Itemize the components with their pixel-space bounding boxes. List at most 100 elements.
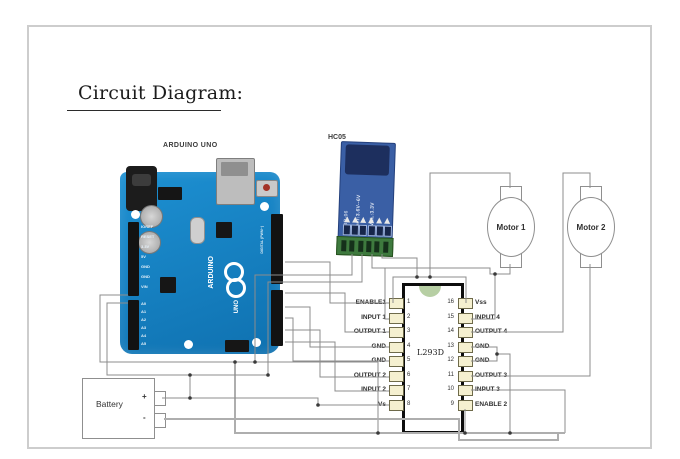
- ic-pin-label: OUTPUT 2: [353, 371, 386, 379]
- usb-chip: [216, 222, 232, 238]
- hc05-pin-slot: [341, 240, 347, 252]
- hc05-pad: [359, 224, 368, 237]
- arduino-pin-text: A2: [141, 317, 147, 322]
- ic-pin-square: [458, 385, 473, 396]
- ic-pin-square: [389, 370, 404, 382]
- ic-pin-number: 6: [407, 371, 411, 378]
- mounting-hole: [260, 202, 269, 211]
- hc05-pin-slot: [374, 241, 380, 253]
- hc05-pad: [383, 225, 393, 237]
- capacitor: [140, 205, 163, 228]
- ic-pin-square: [389, 356, 404, 367]
- ic-pin-number: 5: [407, 357, 411, 363]
- hc05-pcb: Power:3.6V--6V LEVEL:3.3V BR-06: [337, 141, 396, 240]
- arduino-pin-text: GND: [141, 274, 150, 279]
- arduino-pin-text: A4: [141, 333, 147, 338]
- arduino-logo-ring: [226, 278, 246, 298]
- ic-pin-square: [389, 312, 404, 324]
- arduino-pin-text: 3.3V: [141, 244, 150, 249]
- reset-button-cap: [263, 184, 270, 191]
- hc05-shield: [344, 144, 390, 176]
- ic-pin-label: GND: [475, 342, 490, 350]
- hc05-arrow-icon: [384, 217, 391, 224]
- ic-pin-label: OUTPUT 3: [475, 371, 508, 379]
- ic-pin-label: GND: [371, 342, 386, 350]
- power-header: [128, 222, 139, 296]
- ic-pin-number: 12: [447, 357, 454, 363]
- power-jack: [126, 166, 157, 211]
- hc05-arrow-icon: [360, 216, 367, 224]
- hc05-pad: [375, 225, 384, 237]
- mounting-hole: [131, 210, 140, 219]
- ic-pin-label: INPUT 1: [361, 313, 386, 321]
- motor1: Motor 1: [487, 197, 535, 257]
- ic-pin-square: [389, 298, 404, 309]
- ic-pin-square: [458, 312, 473, 324]
- arduino-pin-text: IOREF: [141, 224, 154, 229]
- ic-pin-number: 14: [447, 328, 454, 334]
- arduino-pin-text: A0: [141, 301, 147, 306]
- ic-pin-label: INPUT 3: [475, 386, 500, 393]
- ic-pin-square: [458, 399, 473, 411]
- voltage-regulator: [158, 187, 182, 200]
- hc05-arrow-icon: [368, 217, 375, 224]
- ic-pin-number: 13: [447, 342, 454, 349]
- hc05-bluetooth-module: Power:3.6V--6V LEVEL:3.3V BR-06: [335, 141, 396, 257]
- hc05-pin-slot: [349, 240, 355, 252]
- ic-pin-label: GND: [475, 357, 490, 364]
- hc05-pin-slot: [382, 241, 388, 253]
- mcu-chip: [160, 277, 176, 293]
- ic-pin-square: [458, 370, 473, 382]
- ic-pin-square: [389, 327, 404, 338]
- ic-pin-square: [389, 399, 404, 411]
- arduino-pin-text: A1: [141, 309, 147, 314]
- crystal-oscillator: [190, 217, 205, 244]
- ic-pin-number: 10: [447, 386, 454, 392]
- ic-pin-number: 3: [407, 328, 411, 334]
- l293d-name: L293D: [417, 348, 444, 357]
- ic-pin-label: INPUT 4: [475, 313, 500, 321]
- hc05-arrow-icon: [344, 216, 351, 223]
- ic-pin-label: INPUT 2: [361, 386, 386, 393]
- digital-pins-text: DIGITAL (PWM~): [260, 226, 264, 254]
- hc05-pad: [342, 224, 352, 236]
- ic-pin-number: 15: [447, 313, 454, 320]
- motor2-label: Motor 2: [576, 222, 606, 232]
- arduino-pin-text: RESET: [141, 234, 155, 239]
- page-title: Circuit Diagram:: [78, 82, 244, 104]
- battery-label: Battery: [96, 399, 123, 409]
- ic-pin-square: [458, 356, 473, 367]
- l293d-ic-body: [402, 283, 464, 434]
- mounting-hole: [184, 340, 193, 349]
- ic-pin-label: Vs: [378, 400, 386, 408]
- ic-pin-square: [389, 385, 404, 396]
- ic-pin-number: 8: [407, 400, 411, 407]
- ic-pin-number: 1: [407, 299, 411, 305]
- ic-pin-number: 16: [447, 299, 454, 305]
- ic-pin-square: [458, 298, 473, 309]
- analog-header: [128, 300, 139, 350]
- arduino-uno-label: ARDUINO UNO: [163, 142, 218, 149]
- hc05-pin-slot: [357, 240, 364, 252]
- power-jack-hole: [132, 174, 151, 186]
- ic-pin-number: 2: [407, 313, 411, 320]
- ic-pin-label: ENABLE1: [355, 299, 386, 306]
- usb-connector-inner: [221, 162, 248, 176]
- hc05-pad: [367, 225, 376, 237]
- ic-pin-number: 4: [407, 342, 411, 349]
- digital-header-lower: [271, 290, 283, 346]
- ic-pin-number: 7: [407, 386, 411, 392]
- ic-pin-square: [458, 341, 473, 353]
- icsp-header: [225, 340, 249, 352]
- mounting-hole: [252, 338, 261, 347]
- arduino-pin-text: 5V: [141, 254, 146, 259]
- page-frame: [27, 25, 652, 449]
- arduino-logo-text: ARDUINO: [208, 256, 215, 289]
- ic-pin-label: Vss: [475, 299, 487, 306]
- arduino-pin-text: VIN: [141, 284, 148, 289]
- hc05-pin-strip: [335, 235, 394, 257]
